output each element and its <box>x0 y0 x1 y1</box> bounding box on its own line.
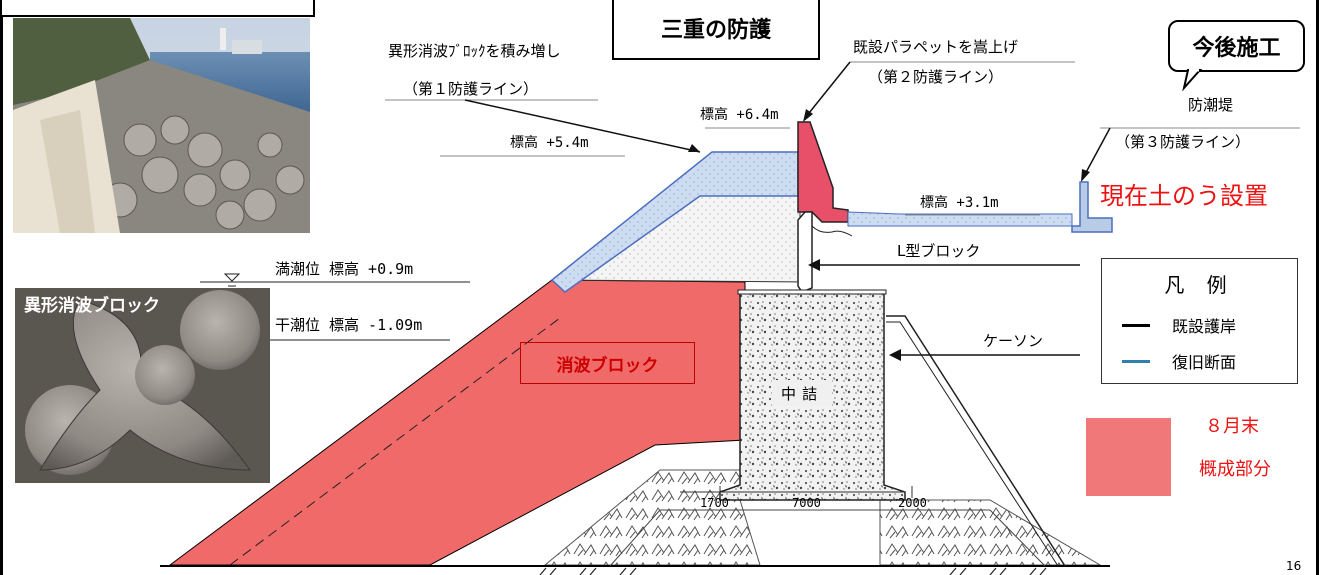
wave-block-label: 消波ブロック <box>556 355 659 376</box>
legend-item-existing: 既設護岸 <box>1122 313 1236 337</box>
fill-label: 中詰 <box>780 384 823 403</box>
ground-hatch <box>539 567 1047 575</box>
arrowhead <box>688 144 700 152</box>
arrowhead <box>889 349 901 361</box>
status-line1: ８月末 <box>1205 416 1259 437</box>
arrowhead <box>1081 169 1090 182</box>
existing-slope-dashed <box>229 317 561 566</box>
label-elev-3-1: 標高 +3.1m <box>920 195 999 211</box>
title-box: 三重の防護 <box>612 0 820 60</box>
parapet <box>797 121 849 223</box>
leader-second-line <box>804 61 851 119</box>
fill-label-box: 中詰 <box>772 380 832 406</box>
label-sandbag: 現在土のう設置 <box>1100 182 1268 210</box>
caption-box <box>0 0 315 17</box>
label-low-tide: 干潮位 標高 -1.09m <box>275 316 423 334</box>
arrowhead <box>803 109 813 122</box>
dim-2000: 2000 <box>898 496 927 510</box>
legend-swatch-existing <box>1122 323 1150 327</box>
label-elev-6-4: 標高 +6.4m <box>700 107 779 123</box>
rear-slope-inner <box>886 321 1059 567</box>
recovery-strip <box>847 211 1073 227</box>
seawall-photo <box>13 18 310 233</box>
status-swatch <box>1086 418 1171 496</box>
label-first-line: （第１防護ライン） <box>403 80 539 98</box>
future-badge: 今後施工 <box>1168 20 1305 72</box>
tide-marker <box>223 273 241 282</box>
label-l-block: L型ブロック <box>897 242 981 260</box>
wave-block-label-box: 消波ブロック <box>520 342 695 384</box>
label-block-stack: 異形消波ﾌﾞﾛｯｸを積み増し <box>388 42 561 60</box>
legend-title: 凡 例 <box>1164 273 1235 297</box>
label-high-tide: 満潮位 標高 +0.9m <box>275 260 414 278</box>
dim-7000: 7000 <box>792 496 821 510</box>
arrowhead <box>808 259 820 271</box>
label-second-line: （第２防護ライン） <box>868 68 1004 86</box>
l-block-toe <box>811 225 853 237</box>
legend: 凡 例 既設護岸 復旧断面 <box>1101 258 1298 384</box>
label-seawall: 防潮堤 <box>1188 96 1234 114</box>
legend-label-existing: 既設護岸 <box>1172 317 1237 336</box>
legend-swatch-recovery <box>1122 359 1150 363</box>
tetrapod-photo <box>15 288 270 483</box>
leader-first-line <box>464 99 701 153</box>
rear-slope <box>886 315 1066 567</box>
foundation-outline <box>609 509 1046 567</box>
page-number: 16 <box>1286 559 1302 573</box>
label-third-line: （第３防護ライン） <box>1115 133 1251 151</box>
l-type-block <box>797 211 813 293</box>
label-parapet-raise: 既設パラペットを嵩上げ <box>853 38 1019 56</box>
frame-left <box>0 0 3 575</box>
future-badge-label: 今後施工 <box>1192 36 1281 61</box>
legend-item-recovery: 復旧断面 <box>1122 349 1236 373</box>
label-caisson: ケーソン <box>983 332 1044 350</box>
frame-right <box>1316 0 1319 575</box>
label-elev-5-4: 標高 +5.4m <box>510 135 589 151</box>
seawall-third-line <box>1071 181 1113 233</box>
legend-label-recovery: 復旧断面 <box>1172 353 1237 372</box>
caisson-cap <box>737 289 887 295</box>
photo-block-label: 異形消波ブロック <box>24 296 160 316</box>
leader-third-line <box>1082 127 1111 179</box>
title: 三重の防護 <box>660 18 771 43</box>
dim-1700: 1700 <box>700 496 729 510</box>
status-line2: 概成部分 <box>1199 459 1271 480</box>
